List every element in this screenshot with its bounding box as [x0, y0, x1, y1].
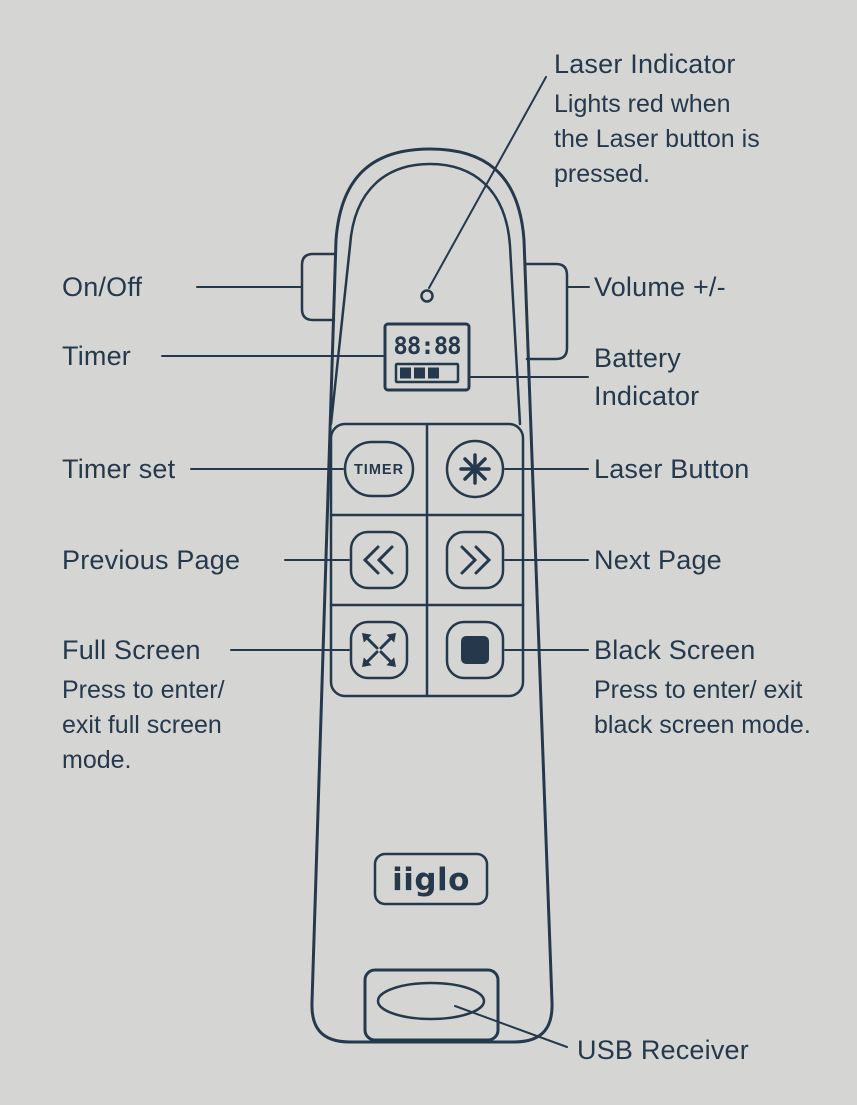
callout-laser-indicator-title: Laser Indicator — [554, 49, 736, 79]
callout-laser-button-title: Laser Button — [594, 454, 750, 484]
previous-page-button — [349, 530, 409, 590]
timer-set-button-shape — [343, 440, 415, 498]
button-grid: TIMER — [329, 422, 525, 698]
callout-volume-title: Volume +/- — [594, 272, 726, 302]
callout-full-screen-title: Full Screen — [62, 635, 201, 665]
callout-black-screen-desc: Press to enter/ exit black screen mode. — [594, 676, 811, 739]
callout-next-page-title: Next Page — [594, 545, 722, 575]
full-screen-button — [349, 620, 409, 680]
callout-timer-title: Timer — [62, 341, 131, 371]
battery-cell-3 — [428, 367, 439, 379]
callout-black-screen: Black Screen Press to enter/ exit black … — [594, 634, 816, 743]
callout-on-off-title: On/Off — [62, 272, 143, 302]
battery-cell-1 — [400, 367, 411, 379]
timer-set-button-label: TIMER — [354, 462, 404, 478]
usb-receiver-housing — [363, 968, 500, 1042]
callout-timer-set-title: Timer set — [62, 454, 176, 484]
next-page-button-shape — [445, 530, 505, 590]
double-chevron-left-icon — [362, 545, 394, 575]
black-square-icon — [461, 636, 489, 664]
laser-button-shape — [445, 439, 505, 499]
callout-full-screen-desc: Press to enter/ exit full screen mode. — [62, 676, 225, 774]
callout-laser-indicator: Laser Indicator Lights red when the Lase… — [554, 48, 784, 192]
previous-page-button-shape — [349, 530, 409, 590]
brand-logo-text: iiglo — [392, 862, 470, 898]
callout-usb-receiver: USB Receiver — [577, 1034, 749, 1066]
black-screen-button-shape — [445, 620, 505, 680]
leader-lines — [161, 76, 590, 1048]
lcd-display: 88:88 — [383, 322, 471, 392]
callout-laser-button: Laser Button — [594, 453, 750, 485]
black-screen-button — [445, 620, 505, 680]
battery-indicator-frame — [394, 362, 460, 384]
callout-black-screen-title: Black Screen — [594, 635, 756, 665]
brand-logo-frame — [373, 852, 489, 906]
callout-previous-page-title: Previous Page — [62, 545, 241, 575]
brand-logo: iiglo — [373, 852, 489, 906]
callout-previous-page: Previous Page — [62, 544, 240, 576]
callout-next-page: Next Page — [594, 544, 722, 576]
leader-laser-indicator — [428, 76, 547, 289]
on-off-button-shape — [300, 252, 337, 322]
callout-timer-set: Timer set — [62, 453, 175, 485]
double-chevron-right-icon — [460, 545, 492, 575]
laser-starburst-icon — [459, 453, 491, 485]
callout-on-off: On/Off — [62, 271, 142, 303]
laser-indicator-led — [420, 289, 434, 303]
timer-set-button: TIMER — [343, 440, 415, 498]
expand-arrows-icon — [362, 633, 396, 667]
lcd-digits: 88:88 — [393, 332, 460, 360]
remote-faceplate-line — [329, 162, 522, 426]
usb-receiver-body — [376, 981, 486, 1021]
callout-timer: Timer — [62, 340, 131, 372]
callout-battery-indicator: Battery Indicator — [594, 339, 744, 415]
full-screen-button-shape — [349, 620, 409, 680]
usb-receiver-shape — [363, 968, 500, 1042]
leader-usb-receiver — [454, 1005, 568, 1048]
next-page-button — [445, 530, 505, 590]
volume-rocker-shape — [524, 262, 569, 361]
remote-body-outline — [310, 147, 554, 1044]
callout-battery-indicator-title: Battery Indicator — [594, 343, 700, 411]
callout-volume: Volume +/- — [594, 271, 726, 303]
laser-button — [445, 439, 505, 499]
battery-cell-2 — [414, 367, 425, 379]
callout-usb-receiver-title: USB Receiver — [577, 1035, 749, 1065]
lcd-frame — [383, 322, 471, 392]
callout-full-screen: Full Screen Press to enter/ exit full sc… — [62, 634, 254, 778]
callout-laser-indicator-desc: Lights red when the Laser button is pres… — [554, 90, 760, 188]
